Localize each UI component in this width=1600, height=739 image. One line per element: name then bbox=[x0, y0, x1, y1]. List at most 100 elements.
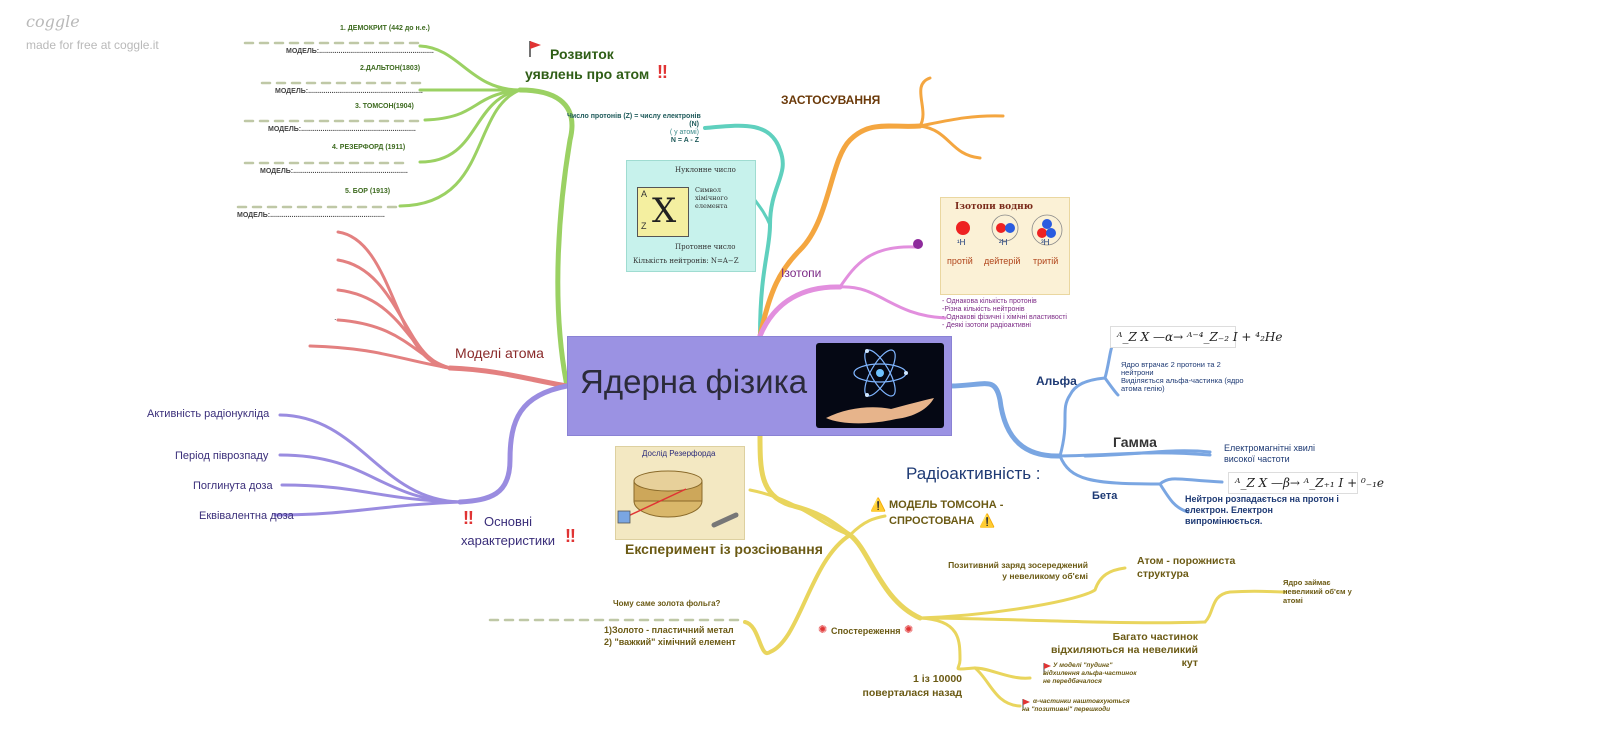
radioactivity-branch bbox=[947, 340, 1224, 514]
alpha-formula: ᴬ_Z X —α→ ᴬ⁻⁴_Z₋₂ I + ⁴₂He bbox=[1110, 326, 1282, 348]
formula-note-1[interactable]: Число протонів (Z) = числу електронів bbox=[567, 113, 701, 120]
history-model-4[interactable]: МОДЕЛЬ:.................................… bbox=[260, 168, 408, 175]
positive-charge-1[interactable]: Позитивний заряд зосереджений bbox=[948, 560, 1088, 570]
history-item-bohr[interactable]: 5. БОР (1913) bbox=[345, 188, 391, 195]
history-title-line2[interactable]: уявлень про атом bbox=[525, 66, 650, 82]
beta-formula: ᴬ_Z X —β→ ᴬ_Z₊₁ I + ⁰₋₁e bbox=[1228, 472, 1384, 494]
gold-answer-1[interactable]: 1)Золото - пластичний метал bbox=[604, 625, 734, 635]
center-node[interactable]: Ядерна фізика bbox=[567, 336, 952, 436]
alpha-note-2[interactable]: на "позитивні" перешкоди bbox=[1022, 706, 1111, 713]
rutherford-experiment-image: Дослід Резерфорда bbox=[615, 446, 745, 540]
warning-icon: ⚠️ bbox=[870, 497, 887, 512]
flag-icon bbox=[1022, 696, 1031, 715]
history-model-5[interactable]: МОДЕЛЬ:.................................… bbox=[237, 212, 385, 219]
exclamation-icon: ‼ bbox=[463, 508, 474, 528]
history-model-2[interactable]: МОДЕЛЬ:.................................… bbox=[275, 88, 423, 95]
models-title[interactable]: Моделі атома bbox=[455, 345, 544, 361]
isotopes-title[interactable]: Ізотопи bbox=[781, 266, 822, 280]
char-absorbed-dose[interactable]: Поглинута доза bbox=[193, 480, 273, 492]
one-in-10000-2[interactable]: поверталася назад bbox=[862, 687, 962, 699]
observations-label[interactable]: Спостереження bbox=[831, 626, 901, 636]
models-branch bbox=[308, 230, 570, 389]
history-item-dalton[interactable]: 2.ДАЛЬТОН(1803) bbox=[360, 65, 421, 72]
one-in-10000-1[interactable]: 1 із 10000 bbox=[912, 673, 962, 685]
positive-charge-2[interactable]: у невеликому об'ємі bbox=[1002, 571, 1088, 581]
history-branch bbox=[398, 44, 575, 389]
atom-hand-image bbox=[816, 343, 944, 428]
nucleus-small-1[interactable]: Ядро займає bbox=[1283, 578, 1331, 587]
formula-note-2[interactable]: (N) bbox=[689, 121, 699, 128]
exclamation-icon: ‼ bbox=[565, 526, 576, 546]
history-item-thomson[interactable]: 3. ТОМСОН(1904) bbox=[355, 103, 414, 110]
warning-icon: ⚠️ bbox=[979, 513, 996, 528]
models-dot: . bbox=[334, 312, 337, 322]
why-gold-question[interactable]: Чому саме золота фольга? bbox=[613, 599, 721, 608]
nucleus-notation-image: Нуклонне число A Z X Символ хімічного ел… bbox=[626, 160, 756, 272]
pudding-note-3[interactable]: не передбачалося bbox=[1043, 678, 1102, 685]
coggle-logo[interactable]: coggle bbox=[26, 12, 80, 31]
formula-note-4[interactable]: N = A - Z bbox=[670, 137, 699, 144]
characteristics-title-line1[interactable]: Основні bbox=[484, 514, 532, 529]
beta-note-3[interactable]: випромінюється. bbox=[1185, 516, 1263, 526]
gold-answer-2[interactable]: 2) "важкий" хімічний елемент bbox=[604, 637, 736, 647]
thomson-line1[interactable]: МОДЕЛЬ ТОМСОНА - bbox=[889, 499, 1004, 511]
isotope-note-1[interactable]: - Однакова кількість протонів bbox=[942, 298, 1037, 305]
many-particles-1[interactable]: Багато частинок bbox=[1112, 631, 1198, 643]
experiment-title[interactable]: Експеримент із розсіювання bbox=[625, 541, 823, 557]
exclamation-icon: ‼ bbox=[657, 62, 668, 82]
characteristics-branch bbox=[273, 383, 570, 517]
beta-label[interactable]: Бета bbox=[1092, 490, 1118, 502]
char-activity[interactable]: Активність радіонукліда bbox=[147, 408, 270, 420]
flag-icon bbox=[1043, 660, 1052, 679]
hydrogen-isotopes-image: Ізотопи водню ¹H ²H ³H протій дейтерій т… bbox=[940, 197, 1070, 295]
center-title: Ядерна фізика bbox=[580, 363, 808, 400]
atom-icon bbox=[826, 349, 934, 424]
burst-icon: ✺ bbox=[904, 624, 914, 636]
gamma-note-2[interactable]: високої частоти bbox=[1224, 454, 1290, 464]
history-item-democritus[interactable]: 1. ДЕМОКРИТ (442 до н.е.) bbox=[340, 25, 430, 32]
radioactivity-title[interactable]: Радіоактивність : bbox=[906, 464, 1041, 483]
many-particles-3[interactable]: кут bbox=[1181, 657, 1198, 669]
alpha-note-3[interactable]: Виділяється альфа-частинка (ядро bbox=[1121, 376, 1244, 385]
beta-note-2[interactable]: електрон. Електрон bbox=[1185, 505, 1273, 515]
gamma-note-1[interactable]: Електромагнітні хвилі bbox=[1224, 443, 1316, 453]
applications-title[interactable]: ЗАСТОСУВАННЯ bbox=[781, 93, 881, 107]
isotope-note-3[interactable]: - Однакові фізичні і хімічні властивості bbox=[942, 314, 1067, 321]
isotope-atoms-icon bbox=[956, 214, 1063, 246]
experiment-branch bbox=[743, 431, 1287, 708]
pudding-note-1[interactable]: У моделі "пудинг" bbox=[1053, 662, 1113, 669]
char-half-life[interactable]: Період піврозпаду bbox=[175, 450, 269, 462]
isotope-dot bbox=[913, 239, 923, 249]
alpha-label[interactable]: Альфа bbox=[1036, 374, 1077, 388]
nucleus-small-2[interactable]: невеликий об'єм у bbox=[1283, 587, 1352, 596]
history-model-1[interactable]: МОДЕЛЬ:.................................… bbox=[286, 48, 434, 55]
burst-icon: ✺ bbox=[818, 624, 828, 636]
coggle-tagline[interactable]: made for free at coggle.it bbox=[26, 38, 159, 52]
applications-branch bbox=[757, 76, 1005, 339]
pudding-note-2[interactable]: відхилення альфа-частинок bbox=[1043, 670, 1137, 677]
history-title-line1[interactable]: Розвиток bbox=[550, 46, 614, 62]
empty-atom-1[interactable]: Атом - порожниста bbox=[1137, 555, 1236, 567]
history-dashes bbox=[236, 41, 747, 622]
isotope-note-4[interactable]: - Деякі ізотопи радіоактивні bbox=[942, 322, 1031, 329]
empty-atom-2[interactable]: структура bbox=[1137, 568, 1189, 580]
char-equivalent-dose[interactable]: Еквівалентна доза bbox=[199, 510, 294, 522]
isotope-note-2[interactable]: -Різна кількість нейтронів bbox=[942, 306, 1025, 313]
isotopes-branch bbox=[757, 245, 947, 339]
flag-icon bbox=[528, 40, 542, 63]
alpha-note-1[interactable]: Ядро втрачає 2 протони та 2 bbox=[1121, 360, 1221, 369]
gamma-label[interactable]: Гамма bbox=[1113, 434, 1157, 450]
history-model-3[interactable]: МОДЕЛЬ:.................................… bbox=[268, 126, 416, 133]
alpha-note-1[interactable]: α-частинки наштовхуються bbox=[1033, 698, 1130, 705]
alpha-note-2[interactable]: нейтрони bbox=[1121, 368, 1154, 377]
rutherford-apparatus-icon bbox=[617, 470, 739, 528]
alpha-note-4[interactable]: атома гелію) bbox=[1121, 384, 1165, 393]
thomson-line2[interactable]: СПРОСТОВАНА bbox=[889, 515, 975, 527]
nucleus-small-3[interactable]: атомі bbox=[1283, 596, 1303, 605]
history-item-rutherford[interactable]: 4. РЕЗЕРФОРД (1911) bbox=[332, 144, 406, 151]
characteristics-title-line2[interactable]: характеристики bbox=[461, 533, 556, 548]
beta-note-1[interactable]: Нейтрон розпадається на протон і bbox=[1185, 494, 1339, 504]
many-particles-2[interactable]: відхиляються на невеликий bbox=[1050, 644, 1198, 656]
formula-note-3[interactable]: ( у атомі) bbox=[669, 129, 699, 136]
